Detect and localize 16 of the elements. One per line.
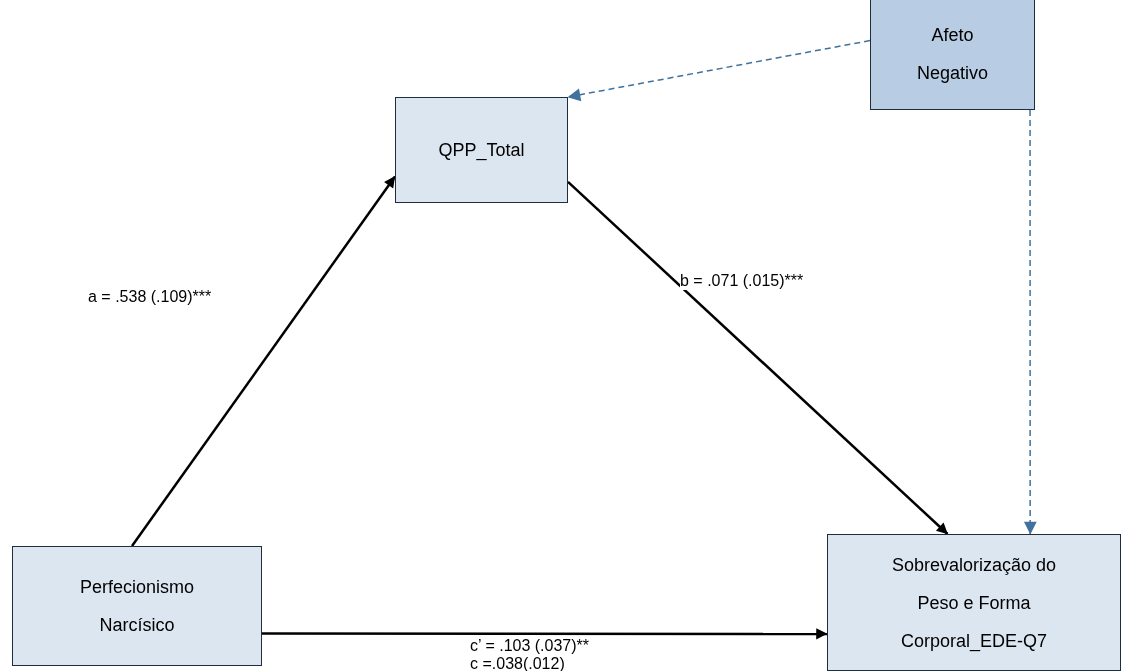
edge-label: b = .071 (.015)*** bbox=[680, 272, 804, 290]
variable-box bbox=[827, 534, 1121, 671]
variable-name: Perfecionismo Narcísico bbox=[78, 576, 195, 637]
variable-name: Afeto Negativo bbox=[915, 24, 989, 85]
variable-box bbox=[870, 0, 1035, 110]
variable-name: QPP_Total bbox=[438, 139, 525, 163]
edge-label: c’ = .103 (.037)** bbox=[470, 637, 590, 655]
arrow bbox=[567, 180, 949, 535]
variable-box bbox=[395, 97, 568, 203]
edge-label: a = .538 (.109)*** bbox=[88, 288, 212, 306]
dashed-arrow bbox=[567, 39, 871, 102]
dashed-arrow bbox=[1023, 109, 1037, 535]
arrow bbox=[131, 175, 396, 547]
variable-name: Sobrevalorização do Peso e Forma Corporal_EDE-Q7 bbox=[890, 553, 1058, 654]
arrow bbox=[262, 628, 828, 640]
variable-box bbox=[12, 546, 262, 666]
